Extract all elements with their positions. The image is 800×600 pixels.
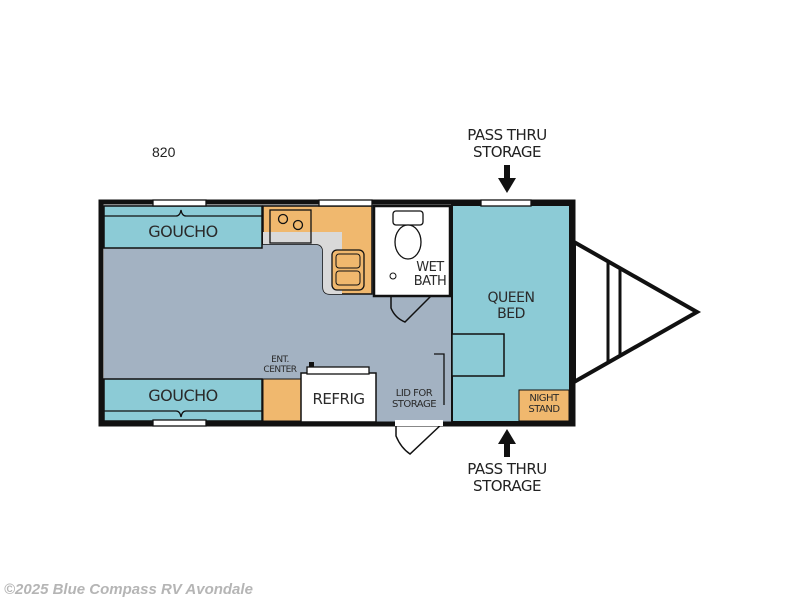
queen-bed-label: QUEEN BED	[452, 290, 570, 322]
toilet-icon	[394, 224, 422, 260]
callout-line: PASS THRU	[467, 126, 547, 144]
label-line: BED	[497, 306, 525, 322]
burner-icon	[292, 219, 304, 231]
queen-bed-area	[451, 204, 571, 423]
callout-line: STORAGE	[473, 477, 541, 495]
model-number: 820	[152, 144, 176, 160]
sink	[331, 249, 365, 291]
entry-door-swing	[395, 421, 445, 455]
label-line: WET	[416, 260, 444, 275]
arrow-down-icon	[498, 165, 516, 193]
night-stand-label: NIGHT STAND	[519, 393, 569, 415]
goucho-top-label: GOUCHO	[148, 222, 218, 241]
label-line: NIGHT	[529, 393, 559, 404]
label-line: CENTER	[263, 365, 297, 375]
label-line: STORAGE	[391, 399, 437, 410]
refrigerator	[300, 372, 377, 423]
stove	[269, 209, 312, 244]
label-line: ENT.	[271, 355, 289, 365]
burner-icon	[277, 213, 289, 225]
drain-icon	[389, 272, 397, 280]
label-line: BATH	[413, 274, 447, 289]
toilet-tank	[392, 210, 424, 226]
callout-line: PASS THRU	[467, 460, 547, 478]
pass-thru-storage-bottom: PASS THRU STORAGE	[447, 461, 567, 495]
window	[480, 199, 532, 207]
bath-door-swing	[390, 295, 432, 323]
label-line: STAND	[528, 404, 560, 415]
lid-for-storage-label: LID FOR STORAGE	[384, 388, 444, 410]
window	[152, 419, 207, 427]
window	[152, 199, 207, 207]
ent-center-label: ENT. CENTER	[255, 355, 305, 375]
wet-bath-label: WET BATH	[408, 261, 452, 289]
label-line: LID FOR	[395, 388, 433, 399]
callout-line: STORAGE	[473, 143, 541, 161]
refrig-label: REFRIG	[312, 390, 366, 408]
ent-center	[262, 378, 302, 422]
label-line: QUEEN	[487, 290, 535, 306]
night-stand	[518, 389, 570, 422]
arrow-up-icon	[498, 429, 516, 457]
window	[318, 199, 373, 207]
watermark: ©2025 Blue Compass RV Avondale	[4, 581, 253, 598]
bed-step	[451, 333, 505, 377]
pass-thru-storage-top: PASS THRU STORAGE	[447, 127, 567, 161]
trailer-hitch	[572, 238, 702, 386]
goucho-top	[103, 205, 263, 249]
goucho-bottom-label: GOUCHO	[148, 386, 218, 405]
